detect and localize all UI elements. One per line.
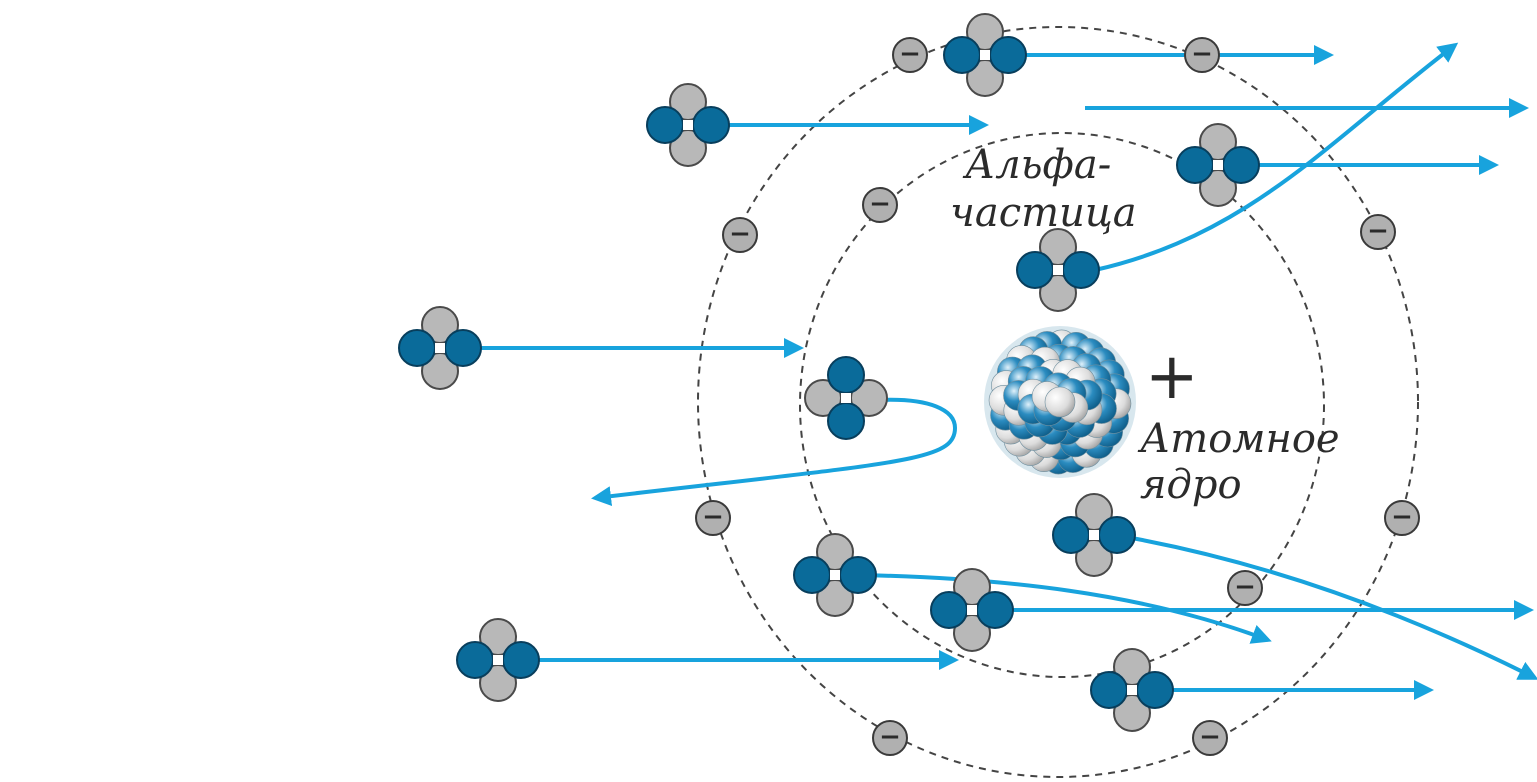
electron-sign: − — [729, 219, 751, 249]
electron-icon: − — [1384, 500, 1420, 536]
alpha-proton — [502, 641, 540, 679]
trajectory-arrow — [591, 397, 958, 507]
alpha-proton — [456, 641, 494, 679]
electron-icon: − — [722, 217, 758, 253]
electron-icon: − — [862, 187, 898, 223]
alpha-particle-icon — [793, 533, 877, 617]
alpha-core — [1089, 530, 1099, 540]
electron-icon: − — [695, 500, 731, 536]
alpha-particle-icon — [456, 618, 540, 702]
alpha-proton — [1090, 671, 1128, 709]
alpha-proton — [989, 36, 1027, 74]
electron-icon: − — [1227, 570, 1263, 606]
motion-trail — [620, 255, 1060, 285]
electron-sign: − — [899, 39, 921, 69]
electron-sign: − — [1367, 216, 1389, 246]
electron-icon: − — [892, 37, 928, 73]
electron-icon: − — [1192, 720, 1228, 756]
alpha-proton — [1222, 146, 1260, 184]
motion-trail — [600, 515, 1095, 545]
trajectory-arrows — [460, 42, 1537, 700]
alpha-particle-icon — [1052, 493, 1136, 577]
alpha-core — [435, 343, 445, 353]
alpha-proton — [930, 591, 968, 629]
alpha-particle-icon — [804, 356, 888, 440]
alpha-core — [683, 120, 693, 130]
alpha-proton — [793, 556, 831, 594]
electron-icon: − — [872, 720, 908, 756]
alpha-label-line2: частица — [950, 190, 1137, 236]
alpha-particle-icon — [930, 568, 1014, 652]
trajectory-arrow — [1094, 42, 1459, 272]
alpha-core — [980, 50, 990, 60]
alpha-core — [967, 605, 977, 615]
trajectory-arrow — [1114, 533, 1537, 680]
alpha-proton — [976, 591, 1014, 629]
labels: Альфа- частица + Атомное ядро — [950, 142, 1340, 508]
motion-trail — [650, 595, 970, 625]
electron-sign: − — [1191, 39, 1213, 69]
alpha-particle-icon — [398, 306, 482, 390]
nucleus-label-line2: ядро — [1140, 462, 1242, 508]
alpha-particle-icon — [1016, 228, 1100, 312]
alpha-label-line1: Альфа- — [962, 142, 1111, 188]
alpha-proton — [646, 106, 684, 144]
electron-sign: − — [1199, 722, 1221, 752]
alpha-core — [841, 393, 851, 403]
alpha-particle-icon — [943, 13, 1027, 97]
electrons: − − − − − − − − − − — [695, 37, 1420, 756]
alpha-particles — [398, 13, 1260, 732]
electron-sign: − — [879, 722, 901, 752]
alpha-proton — [1016, 251, 1054, 289]
alpha-proton — [1052, 516, 1090, 554]
alpha-proton — [444, 329, 482, 367]
electron-sign: − — [869, 189, 891, 219]
alpha-core — [1127, 685, 1137, 695]
motion-trail — [140, 645, 500, 675]
alpha-proton — [1176, 146, 1214, 184]
alpha-particle-icon — [1090, 648, 1174, 732]
electron-sign: − — [1391, 502, 1413, 532]
alpha-proton — [398, 329, 436, 367]
alpha-proton — [827, 356, 865, 394]
motion-trail — [0, 333, 440, 363]
alpha-proton — [1136, 671, 1174, 709]
alpha-proton — [943, 36, 981, 74]
trajectory-arrow — [859, 573, 1272, 644]
alpha-core — [830, 570, 840, 580]
electron-orbits — [697, 26, 1419, 778]
nucleus-label-line1: Атомное — [1137, 416, 1340, 462]
electron-icon: − — [1184, 37, 1220, 73]
alpha-proton — [1098, 516, 1136, 554]
alpha-core — [1053, 265, 1063, 275]
alpha-core — [493, 655, 503, 665]
outer-orbit — [697, 26, 1419, 778]
electron-sign: − — [702, 502, 724, 532]
motion-trail — [265, 110, 690, 140]
alpha-particle-icon — [1176, 123, 1260, 207]
alpha-particle-icon — [646, 83, 730, 167]
nucleus-icon — [984, 326, 1136, 478]
inner-orbit — [799, 132, 1325, 678]
alpha-core — [1213, 160, 1223, 170]
motion-trail — [720, 675, 1130, 705]
alpha-proton — [839, 556, 877, 594]
electron-icon: − — [1360, 214, 1396, 250]
nucleus-plus-sign: + — [1145, 340, 1199, 414]
alpha-proton — [827, 402, 865, 440]
nucleus-neutron — [1044, 386, 1076, 418]
electron-sign: − — [1234, 572, 1256, 602]
alpha-proton — [1062, 251, 1100, 289]
alpha-proton — [692, 106, 730, 144]
